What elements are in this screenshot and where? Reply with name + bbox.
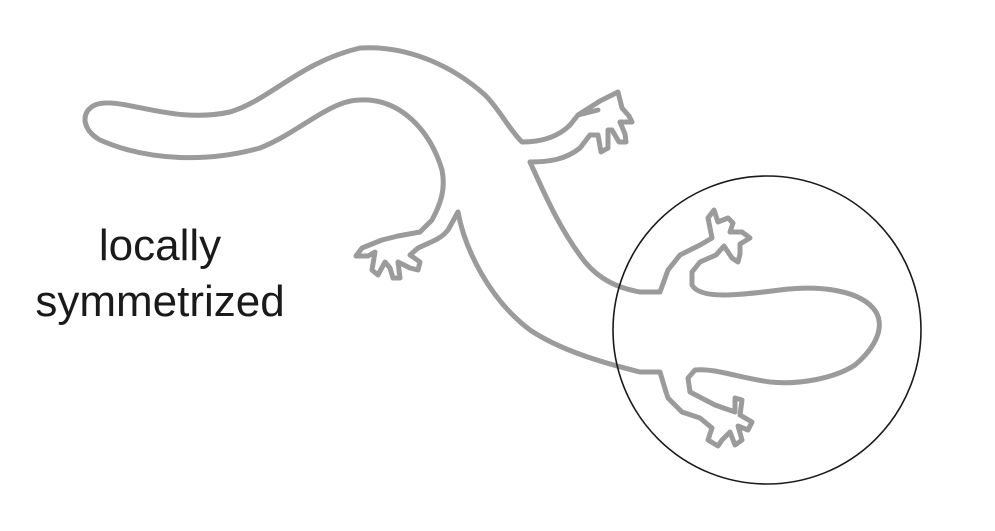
front-right-foot-outline [527, 89, 635, 165]
rear-upper-leg-outline [663, 207, 882, 449]
front-left-foot-outline [353, 209, 461, 281]
caption-line-1: locally [98, 221, 222, 270]
lizard-tail-and-upper-body-outline [82, 45, 671, 395]
caption-line-2: symmetrized [35, 277, 285, 326]
caption: locally symmetrized [0, 218, 320, 330]
symmetrized-region-circle [612, 175, 922, 485]
